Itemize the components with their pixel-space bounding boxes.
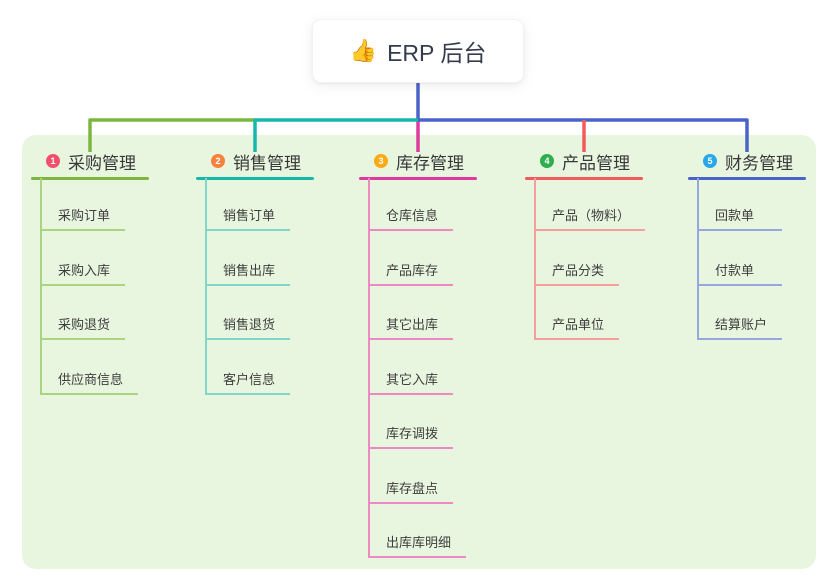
- child-node[interactable]: 库存调拨: [368, 426, 454, 449]
- branch-label: 采购管理: [68, 153, 136, 173]
- branch-label: 财务管理: [725, 153, 793, 173]
- branch-child-connector: [534, 178, 536, 340]
- branch-label: 库存管理: [396, 153, 464, 173]
- thumbs-up-icon: 👍: [349, 38, 378, 63]
- branch-label: 销售管理: [233, 153, 301, 173]
- branch-node[interactable]: 3 库存管理: [359, 146, 477, 176]
- branch-column-5: 5 财务管理回款单付款单结算账户: [688, 146, 806, 340]
- branch-child-connector: [205, 178, 207, 395]
- branch-column-1: 1 采购管理采购订单采购入库采购退货供应商信息: [31, 146, 149, 395]
- branch-number-badge: 1: [46, 154, 60, 168]
- child-node[interactable]: 采购订单: [40, 208, 126, 231]
- branch-label: 产品管理: [562, 153, 630, 173]
- branch-column-2: 2 销售管理销售订单销售出库销售退货客户信息: [196, 146, 314, 395]
- child-node[interactable]: 结算账户: [697, 317, 783, 340]
- child-node[interactable]: 出库库明细: [368, 535, 467, 558]
- child-node[interactable]: 其它入库: [368, 372, 454, 395]
- branches-panel: [22, 135, 816, 569]
- child-node[interactable]: 销售订单: [205, 208, 291, 231]
- child-node[interactable]: 其它出库: [368, 317, 454, 340]
- child-node[interactable]: 客户信息: [205, 372, 291, 395]
- branch-number-badge: 3: [374, 154, 388, 168]
- child-node[interactable]: 产品库存: [368, 263, 454, 286]
- child-node[interactable]: 采购退货: [40, 317, 126, 340]
- root-node[interactable]: 👍 ERP 后台: [312, 19, 524, 83]
- child-node[interactable]: 库存盘点: [368, 481, 454, 504]
- branch-child-connector: [697, 178, 699, 340]
- child-node[interactable]: 产品分类: [534, 263, 620, 286]
- branch-node[interactable]: 4 产品管理: [525, 146, 643, 176]
- child-node[interactable]: 付款单: [697, 263, 782, 286]
- branch-number-badge: 2: [211, 154, 225, 168]
- root-label: ERP 后台: [387, 40, 487, 66]
- child-node[interactable]: 销售退货: [205, 317, 291, 340]
- child-node[interactable]: 产品（物料）: [534, 208, 646, 231]
- child-node[interactable]: 采购入库: [40, 263, 126, 286]
- child-node[interactable]: 供应商信息: [40, 372, 139, 395]
- branch-underline: [31, 177, 149, 180]
- branch-node[interactable]: 2 销售管理: [196, 146, 314, 176]
- branch-column-4: 4 产品管理产品（物料） 产品分类产品单位: [525, 146, 646, 340]
- branch-child-connector: [368, 178, 370, 558]
- child-node[interactable]: 回款单: [697, 208, 782, 231]
- branch-node[interactable]: 1 采购管理: [31, 146, 149, 176]
- branch-underline: [196, 177, 314, 180]
- branch-column-3: 3 库存管理仓库信息产品库存其它出库其它入库库存调拨库存盘点出库库明细: [359, 146, 477, 558]
- branch-underline: [359, 177, 477, 180]
- child-node[interactable]: 产品单位: [534, 317, 620, 340]
- branch-underline: [688, 177, 806, 180]
- branch-underline: [525, 177, 643, 180]
- branch-number-badge: 4: [540, 154, 554, 168]
- branch-child-connector: [40, 178, 42, 395]
- child-node[interactable]: 仓库信息: [368, 208, 454, 231]
- child-node[interactable]: 销售出库: [205, 263, 291, 286]
- branch-node[interactable]: 5 财务管理: [688, 146, 806, 176]
- branch-number-badge: 5: [703, 154, 717, 168]
